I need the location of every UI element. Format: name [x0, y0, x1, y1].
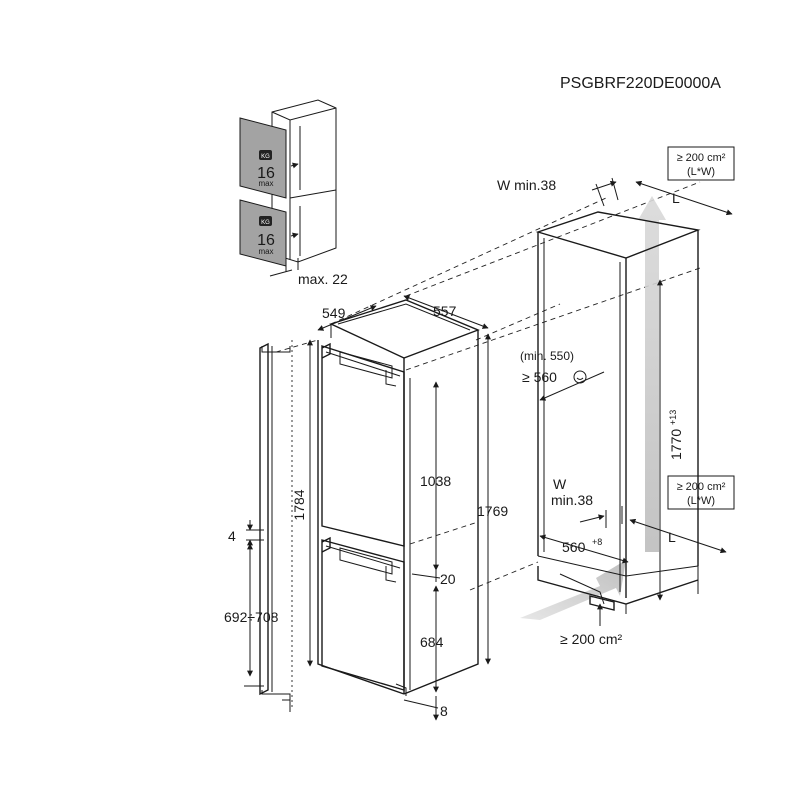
- model-code: PSGBRF220DE0000A: [560, 75, 721, 92]
- gap-20: 20: [440, 571, 456, 587]
- niche-height-tol: +13: [668, 410, 678, 425]
- upper-weight-unit: max: [258, 179, 273, 188]
- top-vent-area: ≥ 200 cm²: [677, 152, 726, 164]
- projection-lines: [330, 181, 701, 591]
- door-gap-label: max. 22: [298, 271, 348, 287]
- fixing-range: 692÷708: [224, 609, 279, 625]
- upper-weight: 16: [257, 165, 275, 182]
- height-1769: 1769: [477, 503, 508, 519]
- depth-549: 549: [322, 305, 346, 321]
- bottom-8: 8: [440, 703, 448, 719]
- width-557: 557: [433, 303, 457, 319]
- top-w-min: W min.38: [497, 177, 556, 193]
- height-1784: 1784: [291, 489, 307, 520]
- airflow-up-arrow: [638, 196, 666, 552]
- airflow-in-arrow: [520, 560, 626, 620]
- lower-kg-badge-icon: [259, 216, 272, 226]
- door-fixing-profile: 4 692÷708: [224, 339, 319, 712]
- top-vent-box: [667, 146, 735, 181]
- upper-kg-badge-icon: [259, 150, 272, 160]
- appliance-dimensions: 549 557 1784 1769 1038 20 684 8: [291, 295, 508, 721]
- niche-width: 560: [562, 539, 586, 555]
- top-l: L: [672, 190, 680, 206]
- niche-width-tol: +8: [592, 537, 602, 547]
- lower-weight-unit: max: [258, 247, 273, 256]
- lower-kg-badge-text: KG: [261, 220, 270, 226]
- bottom-vent-area: ≥ 200 cm²: [677, 481, 726, 493]
- min-depth-paren: (min. 550): [520, 349, 574, 363]
- appliance-drawing: [317, 299, 480, 696]
- lower-weight: 16: [257, 232, 275, 249]
- niche-height: 1770: [668, 429, 684, 460]
- niche-dimensions: ≥ 200 cm² (L*W) W min.38 L (min. 550) ≥ …: [497, 146, 735, 647]
- niche-depth: ≥ 560: [522, 369, 557, 385]
- plinth-vent-area: ≥ 200 cm²: [560, 631, 622, 647]
- fixing-offset-4: 4: [228, 528, 236, 544]
- door-load-illustration: KG 16 max KG 16 max max. 22: [239, 99, 348, 287]
- bottom-w-min: min.38: [551, 492, 593, 508]
- lower-684: 684: [420, 634, 444, 650]
- bottom-vent-lw: (L*W): [687, 495, 715, 507]
- upper-kg-badge-text: KG: [261, 154, 270, 160]
- bottom-vent-box: [667, 475, 735, 510]
- upper-1038: 1038: [420, 473, 451, 489]
- bottom-w: W: [553, 476, 567, 492]
- top-vent-lw: (L*W): [687, 166, 715, 178]
- bottom-l: L: [668, 529, 676, 545]
